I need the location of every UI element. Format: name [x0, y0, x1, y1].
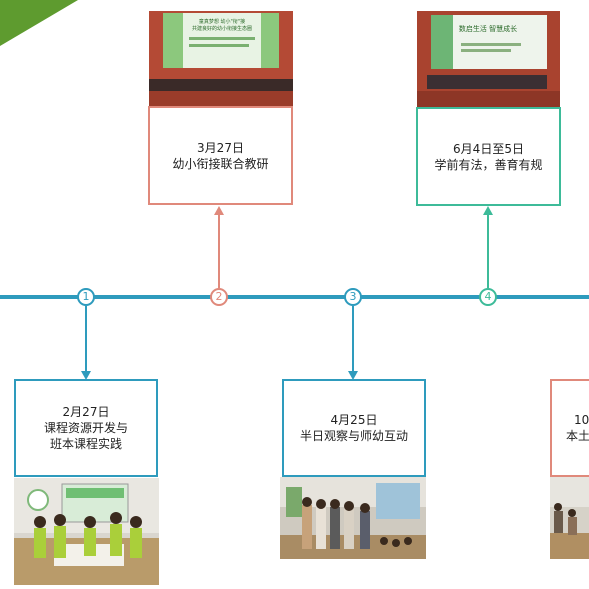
photo-banner-text: 数启生活 智慧成长: [458, 25, 518, 33]
event-box-1: 2月27日 课程资源开发与 班本课程实践: [14, 379, 158, 477]
connector-line-2: [218, 214, 220, 288]
timeline-node-4: 4: [479, 288, 497, 306]
event-title-line: 课程资源开发与: [43, 421, 128, 435]
connector-arrow-1: [81, 371, 91, 380]
connector-line-4: [487, 214, 489, 288]
photo-banner-text: 共建良好的幼小衔接生态圈: [191, 26, 252, 32]
event-date: 3月27日: [197, 140, 244, 155]
event-box-2: 3月27日 幼小衔接联合教研: [148, 106, 293, 205]
event-title-line: 本土: [566, 429, 589, 443]
timeline-node-1: 1: [77, 288, 95, 306]
event-photo-1: [14, 478, 159, 585]
event-box-3: 4月25日 半日观察与师幼互动: [282, 379, 426, 477]
event-date: 4月25日: [330, 413, 378, 427]
photo-banner-text: 童真梦想 幼小"衔"接: [198, 19, 246, 25]
event-title-line: 幼小衔接联合教研: [172, 156, 269, 171]
event-title-line: 学前有法，善育有规: [434, 157, 543, 172]
connector-arrow-2: [214, 206, 224, 215]
event-date: 6月4日至5日: [453, 141, 524, 156]
timeline-node-2: 2: [210, 288, 228, 306]
event-title-line: 班本课程实践: [49, 437, 122, 451]
event-date: 2月27日: [62, 405, 110, 419]
connector-line-3: [352, 306, 354, 372]
event-box-4: 6月4日至5日 学前有法，善育有规: [416, 107, 561, 206]
timeline-node-3: 3: [344, 288, 362, 306]
event-photo-3: [280, 477, 426, 559]
event-title-line: 半日观察与师幼互动: [299, 429, 408, 443]
connector-arrow-3: [348, 371, 358, 380]
event-photo-4: 数启生活 智慧成长: [417, 11, 560, 107]
event-date: 10: [574, 413, 589, 427]
connector-arrow-4: [483, 206, 493, 215]
event-photo-5: [550, 477, 589, 559]
event-photo-2: 童真梦想 幼小"衔"接 共建良好的幼小衔接生态圈: [149, 11, 293, 106]
event-box-5: 10 本土: [550, 379, 589, 477]
connector-line-1: [85, 306, 87, 372]
corner-decoration: [0, 0, 78, 46]
timeline-line: [0, 295, 589, 299]
